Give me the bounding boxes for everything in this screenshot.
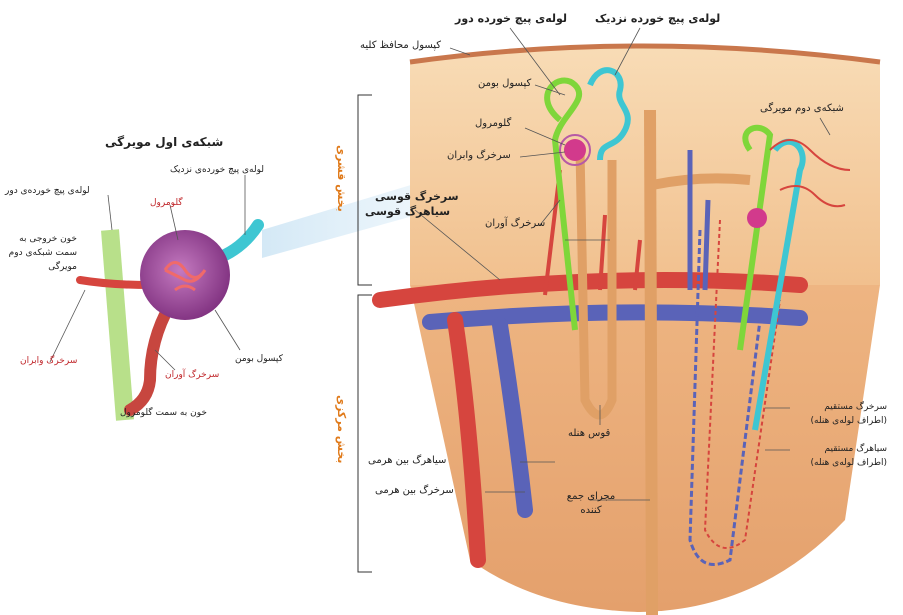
vasa-recta-artery-label: سرخرگ مستقیم (اطراف لوله‌ی هنله)	[792, 400, 887, 428]
proximal-tubule-label: لوله‌ی پیچ خورده نزدیک	[595, 12, 720, 25]
arcuate-vein-label: سیاهرگ قوسی	[365, 205, 450, 218]
detail-bowman-capsule	[140, 230, 230, 320]
detail-efferent-arteriole	[80, 280, 150, 285]
glomerulus-2	[747, 208, 767, 228]
interlobar-vein-label: سیاهرگ بین هرمی	[368, 455, 446, 466]
loop-of-henle-label: قوس هنله	[568, 428, 610, 439]
medulla-region-label: بخش مرکزی	[335, 395, 348, 463]
glomerulus-label: گلومرول	[475, 118, 511, 129]
efferent-arteriole-label: سرخرگ وابران	[447, 150, 511, 161]
detail-title: شبکه‌ی اول مویرگی	[105, 135, 223, 149]
second-capillary-network-label: شبکه‌ی دوم مویرگی	[760, 103, 844, 114]
bowman-capsule-label: کپسول بومن	[478, 78, 531, 89]
detail-afferent-arteriole	[130, 305, 170, 410]
detail-proximal-tubule	[225, 225, 258, 255]
medulla-bracket	[358, 295, 372, 572]
interlobar-artery-label: سرخرگ بین هرمی	[375, 485, 454, 496]
cortex-bracket	[358, 95, 372, 285]
vasa-recta-vein-label: سیاهرگ مستقیم (اطراف لوله‌ی هنله)	[792, 442, 887, 470]
detail-distal-tubule-label: لوله‌ی پیچ خورده‌ی دور	[5, 186, 90, 196]
kidney-capsule-label: کپسول محافظ کلیه	[360, 40, 441, 51]
collecting-duct-shape	[650, 110, 652, 615]
detail-distal-tubule	[110, 230, 125, 420]
cortex-region-label: بخش قشری	[335, 145, 348, 212]
detail-outflow-label: خون خروجی به سمت شبکه‌ی دوم مویرگی	[5, 232, 77, 274]
detail-bowman-label: کپسول بومن	[235, 354, 283, 364]
glomerulus-1	[564, 139, 586, 161]
detail-proximal-tubule-label: لوله‌ی پیچ خورده‌ی نزدیک	[170, 165, 264, 175]
arcuate-artery-label: سرخرگ قوسی	[375, 190, 459, 203]
detail-efferent-label: سرخرگ وابران	[20, 356, 77, 366]
collecting-duct-label: مجرای جمع کننده	[562, 490, 620, 518]
detail-blood-to-glomerulus-label: خون به سمت گلومرول	[120, 408, 207, 418]
afferent-arteriole-label: سرخرگ آوران	[485, 218, 545, 229]
detail-afferent-label: سرخرگ آوران	[165, 370, 219, 380]
distal-tubule-label: لوله‌ی پیچ خورده دور	[455, 12, 567, 25]
detail-glomerulus-label: گلومرول	[150, 198, 183, 208]
